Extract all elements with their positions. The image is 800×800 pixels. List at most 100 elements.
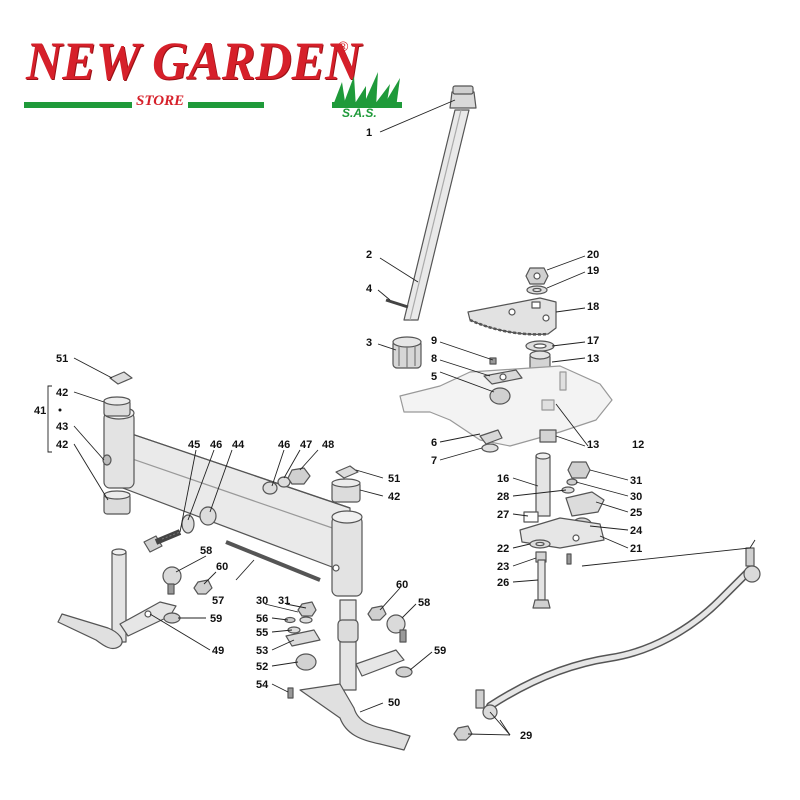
pivot-bolt-45 bbox=[143, 529, 182, 553]
callout-29: 29 bbox=[520, 730, 532, 742]
callout-55: 55 bbox=[256, 627, 268, 639]
axle-frame bbox=[103, 406, 363, 597]
upper-left-bush bbox=[103, 396, 131, 417]
sector-nut bbox=[525, 267, 549, 285]
callout-30-lower: 30 bbox=[256, 595, 268, 607]
bearing-washer bbox=[525, 340, 555, 352]
callout-19: 19 bbox=[587, 265, 599, 277]
right-circlip bbox=[335, 465, 359, 479]
callout-54: 54 bbox=[256, 679, 269, 691]
steering-pin bbox=[385, 298, 409, 309]
callout-56: 56 bbox=[256, 613, 268, 625]
callout-13-lower: 13 bbox=[587, 439, 599, 451]
callout-42-lower: 42 bbox=[56, 439, 68, 451]
callout-labels: 1 2 4 3 9 8 5 6 7 20 19 18 17 13 12 13 1… bbox=[34, 127, 644, 742]
callout-41: 41 bbox=[34, 405, 46, 417]
sector-washer bbox=[526, 285, 548, 295]
callout-25: 25 bbox=[630, 507, 642, 519]
callout-27: 27 bbox=[497, 509, 509, 521]
right-nut-60 bbox=[367, 605, 387, 621]
callout-23: 23 bbox=[497, 561, 509, 573]
group-bracket-41 bbox=[47, 385, 52, 453]
callout-1: 1 bbox=[366, 127, 372, 139]
washer-22 bbox=[529, 539, 551, 549]
callout-31-lower: 31 bbox=[278, 595, 290, 607]
callout-3: 3 bbox=[366, 337, 372, 349]
callout-46-right: 46 bbox=[278, 439, 290, 451]
lower-bushing bbox=[539, 429, 557, 443]
grease-nipple bbox=[102, 454, 112, 466]
left-circlip bbox=[109, 371, 133, 385]
pitman-screw bbox=[566, 553, 572, 565]
callout-44: 44 bbox=[232, 439, 245, 451]
right-ball-joint bbox=[386, 614, 407, 643]
callout-58-right: 58 bbox=[418, 597, 430, 609]
callout-43: 43 bbox=[56, 421, 68, 433]
callout-2: 2 bbox=[366, 249, 372, 261]
pinion-bushing bbox=[489, 387, 511, 405]
pivot-small-nut bbox=[566, 478, 578, 486]
right-spindle bbox=[299, 599, 411, 751]
callout-42-top: 42 bbox=[56, 387, 68, 399]
new-garden-logo: NEW GARDEN ® STORE S.A.S. bbox=[20, 30, 402, 125]
callout-5: 5 bbox=[431, 371, 437, 383]
plate-screw bbox=[489, 357, 497, 365]
callout-60-left: 60 bbox=[216, 561, 228, 573]
tie-rod-57 bbox=[225, 540, 321, 582]
callout-42-right: 42 bbox=[388, 491, 400, 503]
right-upper-bush bbox=[331, 478, 361, 503]
callout-4: 4 bbox=[366, 283, 373, 295]
bush-44 bbox=[199, 506, 217, 526]
lower-left-bush bbox=[103, 490, 131, 515]
steering-pinion-gear bbox=[392, 336, 422, 369]
callout-60-right: 60 bbox=[396, 579, 408, 591]
screw-54 bbox=[287, 687, 294, 699]
callout-12: 12 bbox=[632, 439, 644, 451]
pivot-bolt bbox=[532, 559, 551, 609]
grass-icon bbox=[332, 72, 402, 108]
ball-joint-52 bbox=[295, 653, 317, 671]
leader-lines bbox=[73, 99, 756, 736]
sector-gear bbox=[467, 297, 557, 336]
callout-6: 6 bbox=[431, 437, 437, 449]
callout-22: 22 bbox=[497, 543, 509, 555]
callout-7: 7 bbox=[431, 455, 437, 467]
left-nut-60 bbox=[193, 579, 213, 595]
pinion-bracket bbox=[483, 369, 523, 385]
callout-30-upper: 30 bbox=[630, 491, 642, 503]
washer-46-left bbox=[181, 514, 195, 534]
callout-45: 45 bbox=[188, 439, 200, 451]
callout-51-right: 51 bbox=[388, 473, 400, 485]
callout-8: 8 bbox=[431, 353, 437, 365]
left-spindle bbox=[57, 548, 177, 650]
pivot-nut bbox=[567, 461, 591, 479]
callout-28: 28 bbox=[497, 491, 509, 503]
callout-16: 16 bbox=[497, 473, 509, 485]
pivot-pin bbox=[535, 452, 551, 517]
callout-24: 24 bbox=[630, 525, 643, 537]
washer-46-right bbox=[262, 481, 278, 495]
callout-9: 9 bbox=[431, 335, 437, 347]
callout-57: 57 bbox=[212, 595, 224, 607]
callout-52: 52 bbox=[256, 661, 268, 673]
callout-18: 18 bbox=[587, 301, 599, 313]
left-nut-59 bbox=[163, 612, 181, 624]
nut-31-right bbox=[297, 601, 317, 617]
logo-brand-text: NEW GARDEN bbox=[26, 31, 362, 91]
nut-48 bbox=[287, 467, 311, 485]
callout-20: 20 bbox=[587, 249, 599, 261]
right-nut-59 bbox=[395, 666, 413, 678]
callout-26: 26 bbox=[497, 577, 509, 589]
callout-46-left: 46 bbox=[210, 439, 222, 451]
callout-51-left: 51 bbox=[56, 353, 68, 365]
nut-30-right bbox=[299, 616, 313, 624]
callout-47: 47 bbox=[300, 439, 312, 451]
logo-store-text: STORE bbox=[132, 93, 189, 110]
group-dot bbox=[58, 408, 62, 412]
callout-21: 21 bbox=[630, 543, 642, 555]
callout-17: 17 bbox=[587, 335, 599, 347]
steering-column bbox=[403, 85, 477, 321]
callout-13-upper: 13 bbox=[587, 353, 599, 365]
callout-50: 50 bbox=[388, 697, 400, 709]
